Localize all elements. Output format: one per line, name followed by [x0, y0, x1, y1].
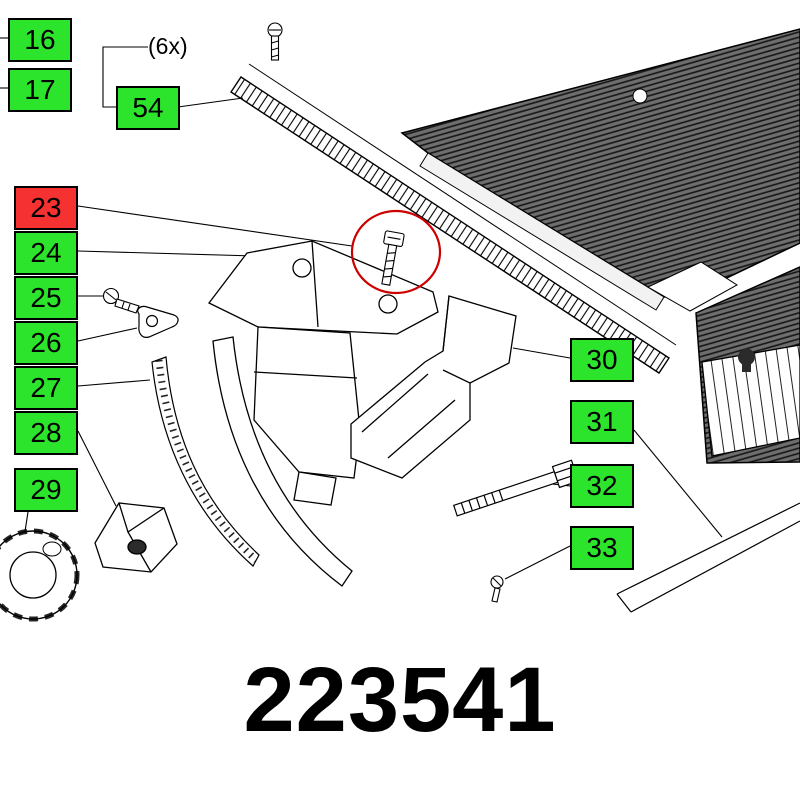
- pan-head-screw: [102, 287, 140, 314]
- part-label-33[interactable]: 33: [570, 526, 634, 570]
- scale-strip: [151, 356, 260, 567]
- part-number: 223541: [243, 649, 557, 751]
- ribbed-bracket: [701, 344, 800, 457]
- bracket-hole: [378, 294, 398, 314]
- part-label-16[interactable]: 16: [8, 18, 72, 62]
- part-label-32[interactable]: 32: [570, 464, 634, 508]
- part-label-17[interactable]: 17: [8, 68, 72, 112]
- small-screw: [490, 575, 504, 603]
- part-label-28[interactable]: 28: [14, 411, 78, 455]
- table-hole: [632, 88, 648, 104]
- pivot-piece: [137, 305, 179, 338]
- angle-bracket: [208, 240, 439, 587]
- red-highlight-circle-icon: [350, 209, 442, 295]
- part-label-24[interactable]: 24: [14, 231, 78, 275]
- hex-bolt: [452, 459, 580, 517]
- part-label-30[interactable]: 30: [570, 338, 634, 382]
- channel-bracket: [350, 295, 517, 479]
- part-label-29[interactable]: 29: [14, 468, 78, 512]
- leader-lines: [0, 37, 723, 580]
- highlighted-screw: [350, 209, 442, 295]
- part-label-31[interactable]: 31: [570, 400, 634, 444]
- mounting-screw-6x-icon: [267, 22, 283, 61]
- guide-rail-scale: [230, 63, 677, 374]
- table-edge-lines: [616, 502, 800, 613]
- part-label-54[interactable]: 54: [116, 86, 180, 130]
- part-label-26[interactable]: 26: [14, 321, 78, 365]
- quantity-note: (6x): [148, 33, 188, 59]
- part-label-25[interactable]: 25: [14, 276, 78, 320]
- part-label-27[interactable]: 27: [14, 366, 78, 410]
- clamp-cap: [94, 502, 178, 573]
- table-top: [400, 28, 800, 312]
- part-label-23[interactable]: 23: [14, 186, 78, 230]
- hand-knob: [0, 528, 80, 622]
- bracket-hole: [292, 258, 312, 278]
